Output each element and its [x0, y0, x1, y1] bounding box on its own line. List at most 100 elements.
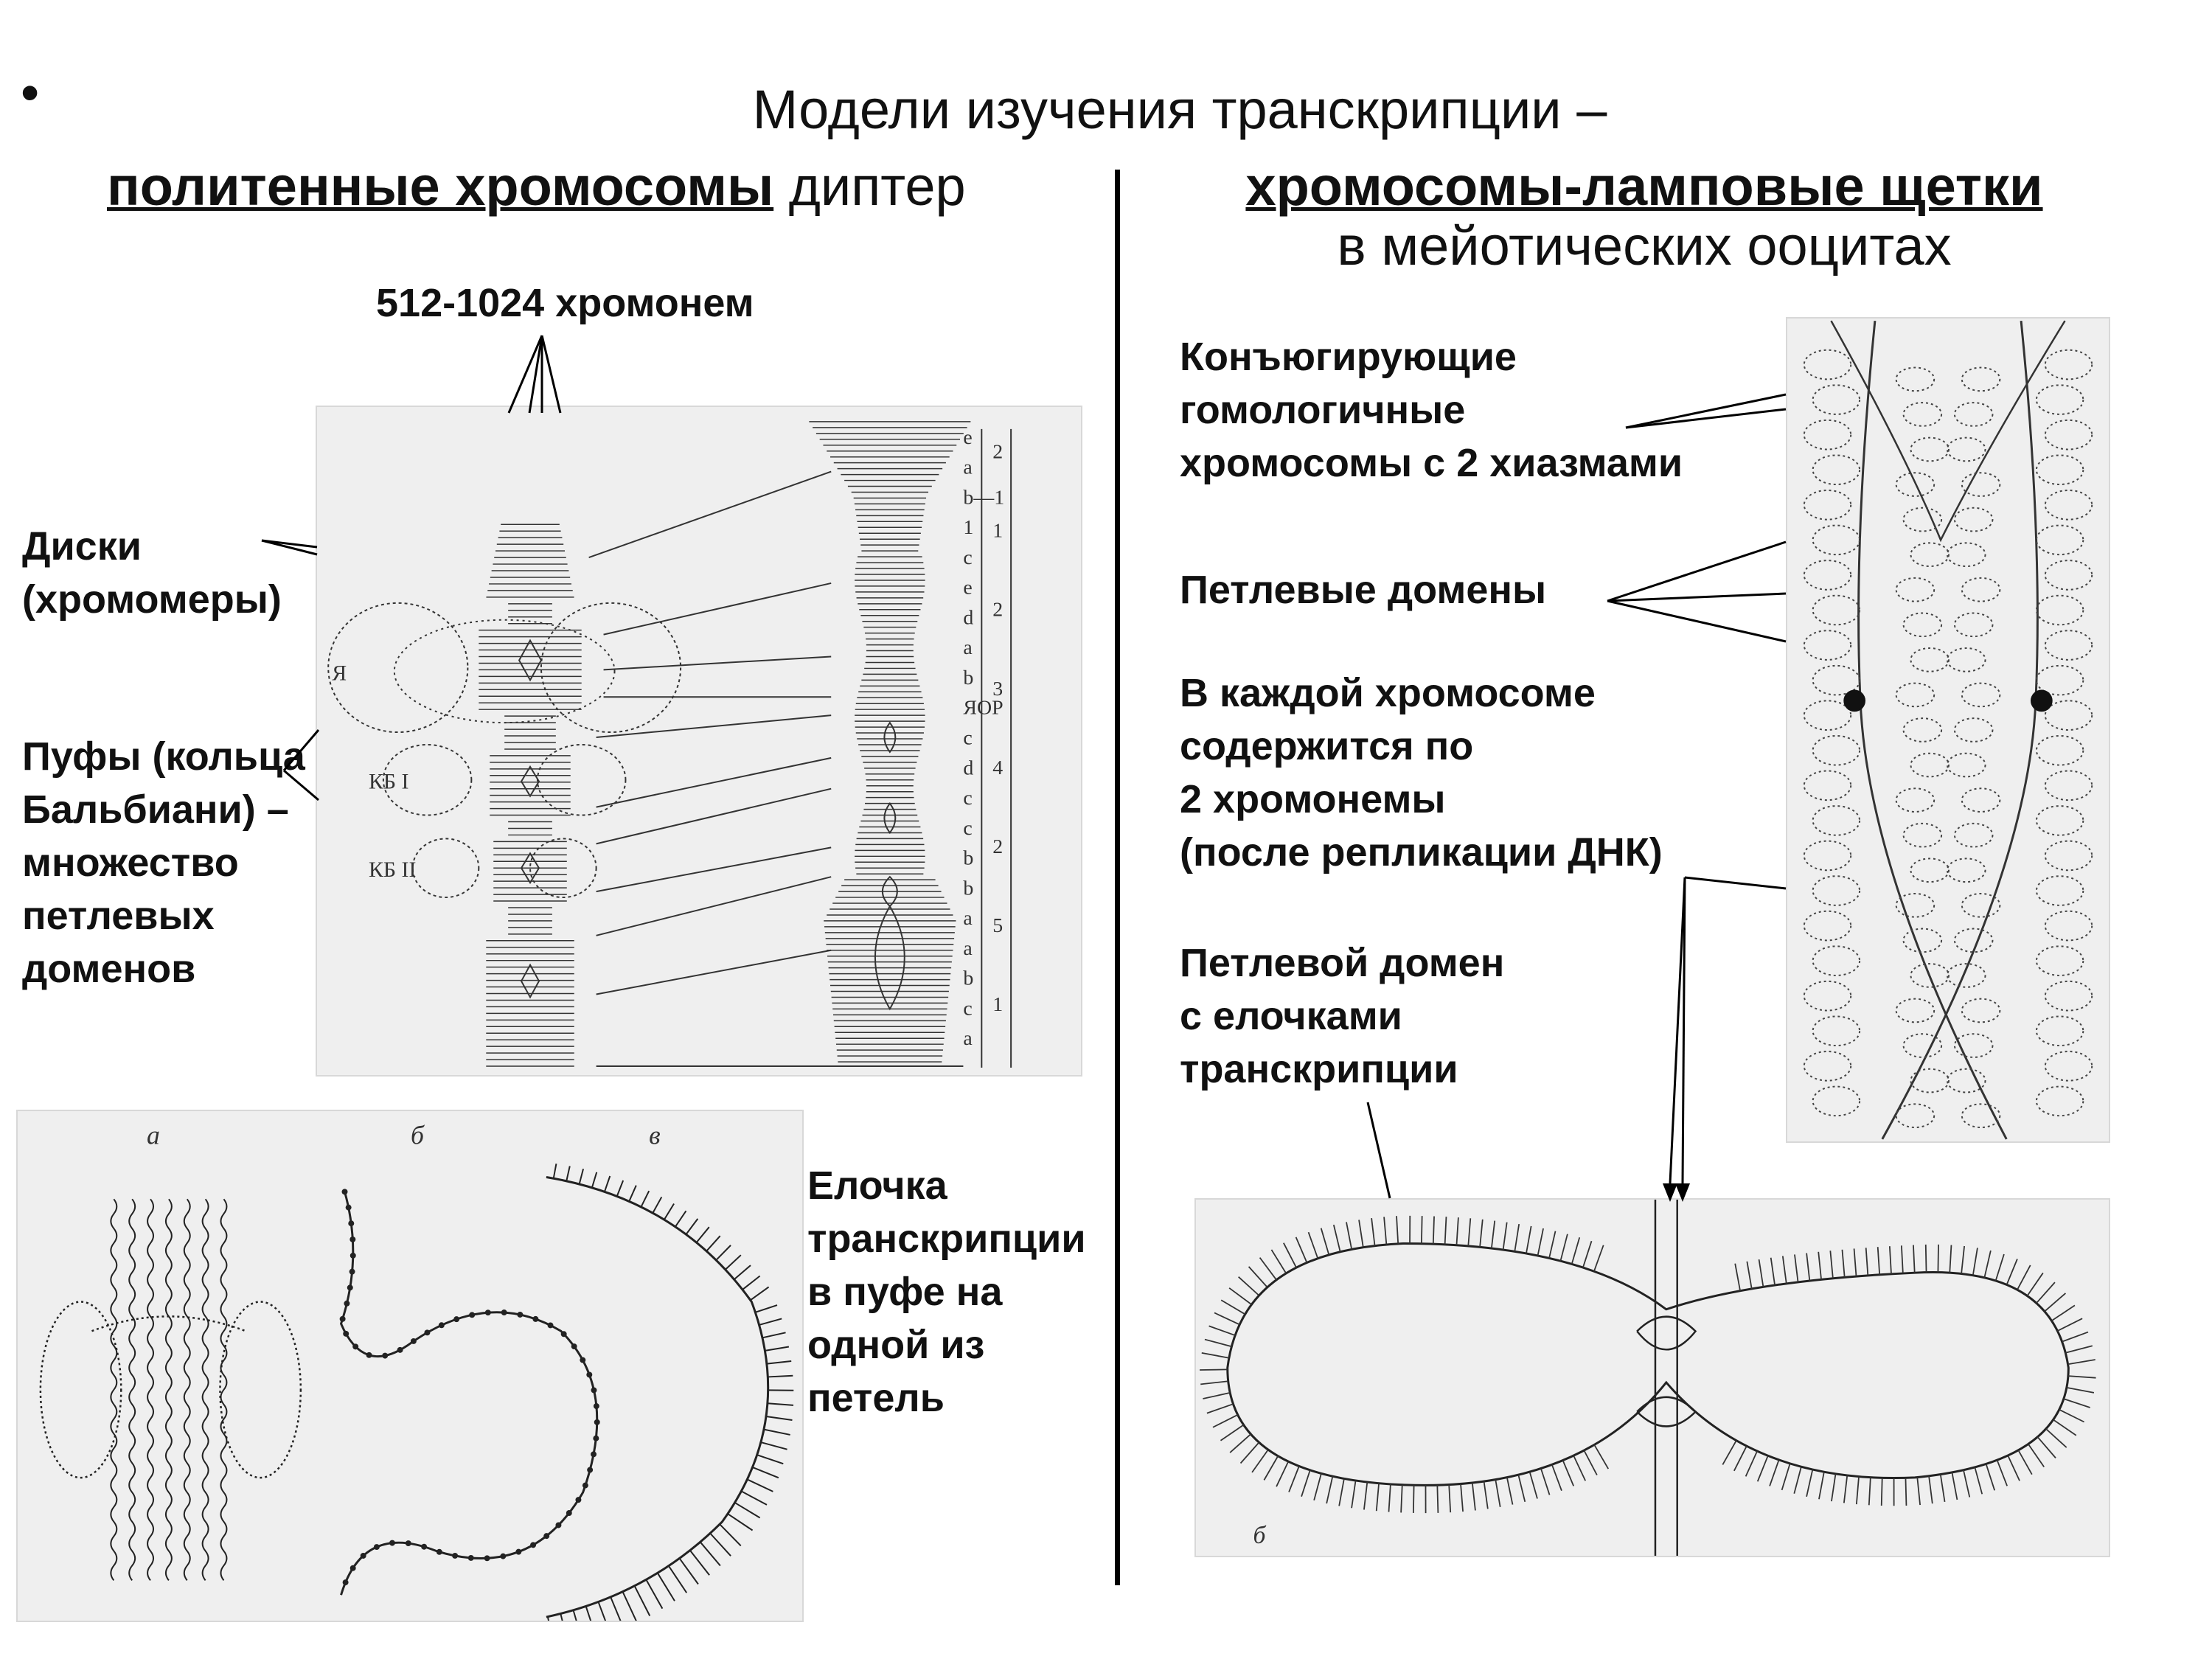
label-conjugating-line: Конъюгирующие: [1180, 335, 1517, 379]
bead: [360, 1553, 366, 1559]
lateral-loop: [1895, 1103, 1935, 1129]
bead: [593, 1435, 599, 1441]
band-letter: b: [963, 847, 973, 870]
transcript-fibril: [1806, 1253, 1811, 1281]
transcript-fibril: [1363, 1481, 1368, 1510]
transcript-fibril: [1928, 1475, 1933, 1504]
polymerase-beads: [339, 1189, 600, 1586]
transcript-fibril: [1843, 1475, 1848, 1503]
bead: [560, 1331, 567, 1338]
transcript-fibril: [1905, 1478, 1907, 1506]
label-disks-line: Диски: [22, 524, 142, 568]
fibril: [768, 1374, 793, 1378]
lateral-loop: [2035, 1085, 2084, 1117]
bead: [484, 1555, 490, 1562]
lateral-loop: [1910, 647, 1950, 672]
bead: [571, 1343, 577, 1350]
transcript-fibril: [1200, 1380, 1228, 1385]
band-letter: c: [963, 727, 972, 750]
transcript-fibril: [1996, 1459, 2008, 1486]
lateral-loop: [2044, 560, 2093, 591]
transcript-fibril: [2067, 1375, 2096, 1379]
bead: [421, 1543, 428, 1550]
lateral-loop: [1895, 892, 1935, 918]
transcript-fibril: [2017, 1265, 2031, 1290]
fibril: [742, 1275, 761, 1290]
transcript-fibril: [2059, 1409, 2084, 1423]
puff-kb2-left: [411, 838, 480, 899]
lateral-loop: [1812, 875, 1861, 906]
band-letter: c: [963, 787, 972, 810]
transcript-fibril: [1841, 1249, 1846, 1278]
transcription-trees: [1200, 1215, 2096, 1514]
lateral-loop: [2044, 910, 2093, 942]
lateral-loop: [1961, 998, 2001, 1023]
transcript-fibril: [1270, 1249, 1287, 1274]
transcript-fibril: [1734, 1263, 1741, 1291]
transcript-fibril: [1479, 1219, 1484, 1248]
transcript-fibril: [1868, 1477, 1871, 1506]
fibril: [766, 1360, 792, 1365]
lateral-loop: [2044, 630, 2093, 661]
lateral-loop: [1895, 682, 1935, 708]
label-tree-line: Елочка: [807, 1164, 947, 1208]
transcript-fibril: [2028, 1443, 2045, 1468]
transcript-fibril: [1793, 1467, 1802, 1494]
bead: [530, 1542, 537, 1548]
figure-eight-loop: [1226, 1242, 2070, 1486]
transcript-fibril: [1208, 1325, 1236, 1336]
lateral-loop: [1953, 507, 1994, 532]
wavy-strand: [164, 1198, 173, 1581]
transcript-fibril: [1888, 1246, 1892, 1274]
fibril: [733, 1265, 751, 1280]
transcript-fibril: [2051, 1304, 2076, 1322]
bead: [547, 1322, 554, 1329]
fibril: [706, 1235, 721, 1252]
lateral-loop: [1910, 437, 1950, 462]
lateral-loop: [2035, 734, 2084, 766]
lateral-loop: [1961, 787, 2001, 813]
transcript-fibril: [2044, 1293, 2067, 1312]
fibril: [689, 1550, 710, 1576]
transcript-fibril: [2063, 1398, 2090, 1408]
transcript-fibril: [1733, 1445, 1747, 1472]
wavy-strand: [110, 1198, 118, 1581]
lateral-loop: [2035, 594, 2084, 626]
transcript-fibril: [1582, 1240, 1593, 1268]
puff-kb2-right: [529, 838, 597, 899]
bead: [591, 1451, 597, 1458]
lateral-loop: [2044, 700, 2093, 731]
right-chromosome: [809, 421, 971, 1062]
label-loop-domain-trees: Петлевой домен с елочками транскрипции: [1180, 936, 1504, 1096]
lateral-loop: [2044, 419, 2093, 451]
left-chromosome: [479, 524, 582, 1067]
lateral-loop: [1902, 402, 1943, 427]
transcript-fibril: [2007, 1455, 2020, 1481]
bead: [349, 1268, 355, 1275]
transcript-fibril: [1865, 1248, 1869, 1276]
panel-letter: а: [147, 1121, 160, 1150]
fibril: [633, 1585, 651, 1616]
transcript-fibril: [1455, 1217, 1459, 1245]
transcript-fibril: [1471, 1482, 1476, 1511]
lateral-loop: [1902, 928, 1943, 953]
lateral-loop: [2035, 945, 2084, 976]
fibril: [767, 1402, 794, 1406]
lateral-loop: [1910, 963, 1950, 988]
wavy-strand: [201, 1198, 209, 1581]
transcript-fibril: [1239, 1441, 1260, 1464]
transcript-fibril: [1214, 1312, 1240, 1326]
band-letter: ЯОР: [963, 697, 1003, 720]
lateral-loop: [1812, 524, 1861, 556]
bead: [410, 1338, 417, 1344]
transcript-fibril: [1490, 1220, 1496, 1249]
balbiani-ring-left: [327, 602, 469, 734]
fibril: [585, 1606, 592, 1621]
lateral-loop: [1953, 717, 1994, 742]
transcript-fibril: [1537, 1228, 1544, 1256]
tree-svg: а б в: [39, 1121, 794, 1621]
transcript-fibril: [1794, 1254, 1799, 1282]
diamond-mark: [520, 963, 540, 999]
transcript-fibril: [2037, 1436, 2056, 1458]
